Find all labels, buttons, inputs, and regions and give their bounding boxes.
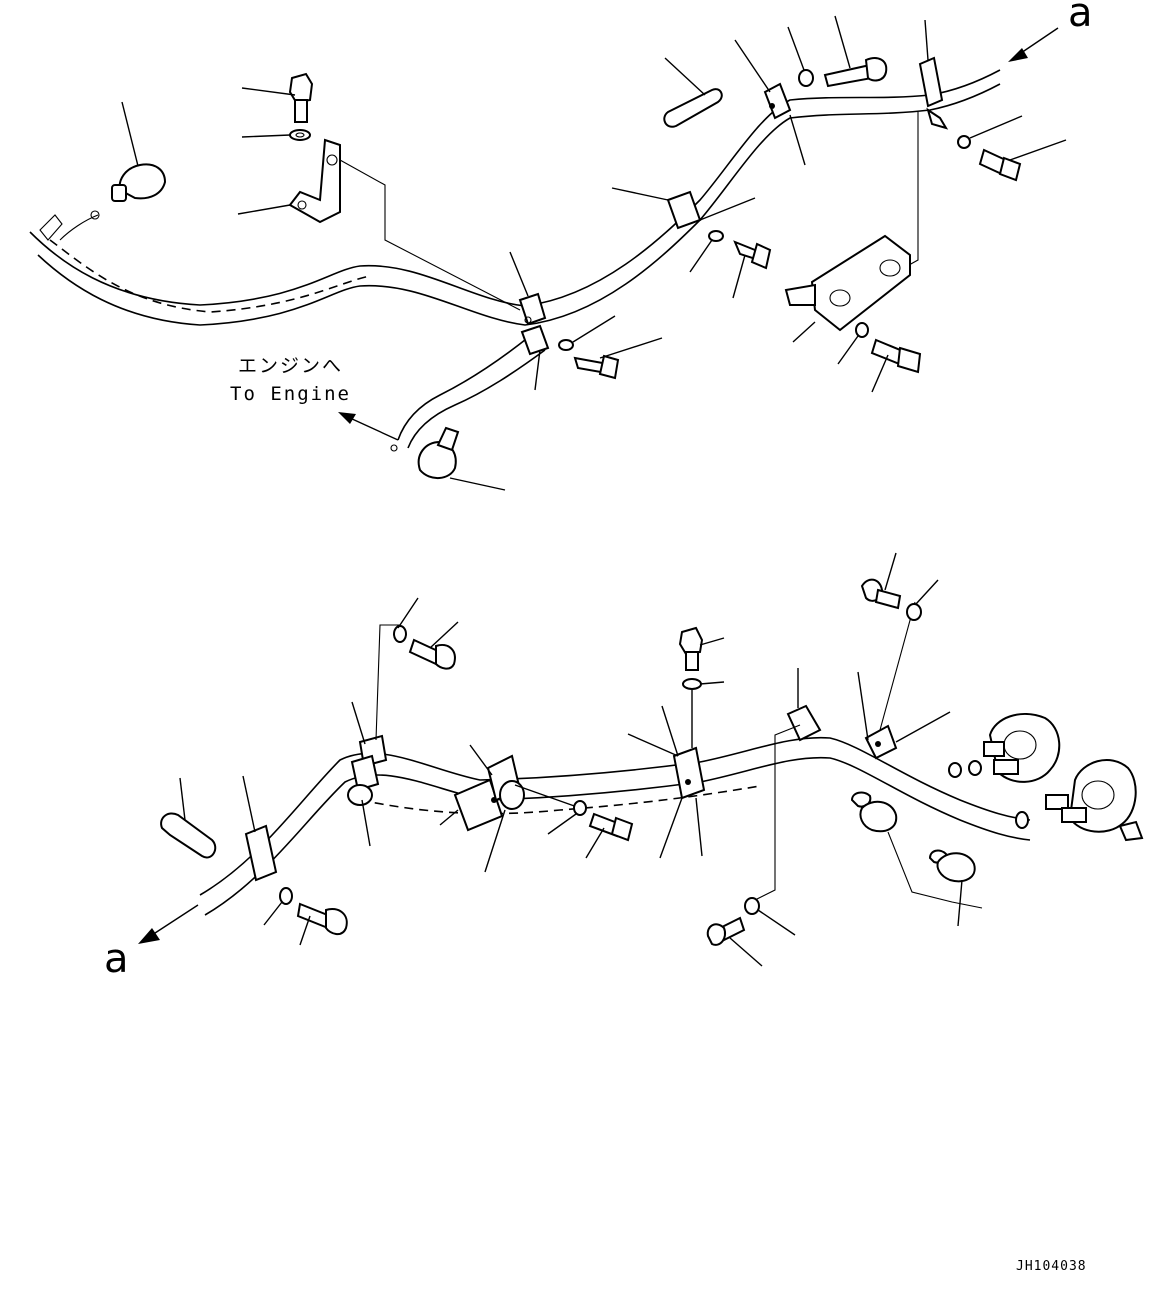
sleeve-lower bbox=[160, 777, 217, 859]
drawing-code: JH104038 bbox=[1016, 1259, 1087, 1274]
lower-harness-wire bbox=[199, 736, 1031, 896]
clamp-right bbox=[899, 19, 949, 271]
bolt-washer-starter bbox=[860, 552, 939, 621]
clamp-lower-middle bbox=[439, 744, 581, 873]
l-bracket bbox=[237, 138, 521, 311]
starter-motor-lower bbox=[1015, 759, 1144, 842]
washer-top bbox=[787, 26, 814, 87]
engine-branch-wire bbox=[397, 335, 531, 441]
saddle-clamp-center bbox=[627, 626, 725, 859]
to-engine-arrow bbox=[338, 412, 399, 452]
washer-bolt-lower-middle bbox=[547, 800, 634, 859]
clamp-upper-mid bbox=[611, 187, 756, 230]
ref-a-arrow-bottom bbox=[138, 904, 199, 944]
relay-plate bbox=[784, 234, 911, 343]
clamp-top bbox=[734, 39, 806, 166]
upper-harness-wire bbox=[29, 69, 1001, 307]
ref-a-bottom: a bbox=[104, 936, 129, 982]
clamp-center-upper bbox=[509, 251, 547, 326]
clamp-starter bbox=[857, 601, 951, 760]
washer-bolt-lower-left bbox=[263, 887, 348, 946]
clamp-lower-left bbox=[242, 775, 278, 882]
clamp-center-lower bbox=[520, 324, 550, 391]
terminal-boots-starter bbox=[850, 791, 983, 927]
starter-motor-upper bbox=[948, 713, 1061, 783]
engine-label-jp: エンジンへ bbox=[238, 355, 343, 377]
lower-harness-assembly: a bbox=[104, 552, 1144, 982]
clamp-lower-right bbox=[754, 668, 822, 901]
sleeve-upper bbox=[663, 57, 723, 128]
clamp-lower-pair bbox=[347, 624, 400, 847]
washer-bolt-right bbox=[957, 115, 1067, 182]
washer-bolt-center bbox=[558, 315, 663, 380]
ref-a-arrow-top bbox=[1008, 27, 1059, 62]
washer-bolt-lower-bottom bbox=[706, 897, 796, 967]
terminal-boot-engine bbox=[417, 426, 506, 491]
washer-bolt-upper-mid bbox=[689, 230, 772, 299]
upper-harness-assembly: エンジンへ To Engine bbox=[29, 0, 1093, 491]
washer-bolt-lower-top bbox=[393, 597, 459, 670]
washer-bolt-plate bbox=[837, 322, 922, 393]
bolt-top bbox=[823, 15, 888, 88]
ref-a-top: a bbox=[1068, 0, 1093, 36]
engine-label-en: To Engine bbox=[230, 383, 351, 405]
terminal-boot-left bbox=[111, 101, 167, 202]
bracket-washer-top bbox=[241, 129, 311, 141]
bracket-bolt-top bbox=[241, 72, 314, 123]
